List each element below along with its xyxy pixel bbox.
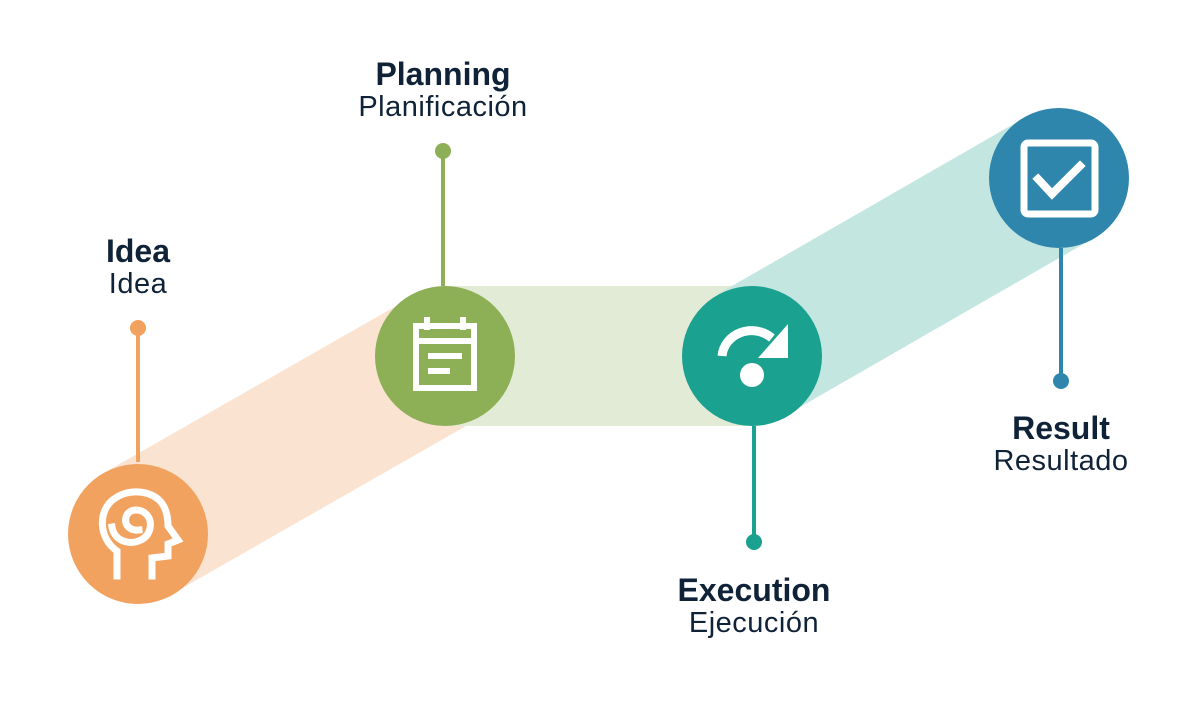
node-planning xyxy=(375,286,515,426)
leader-execution xyxy=(746,426,762,550)
leader-idea xyxy=(130,320,146,462)
node-idea xyxy=(68,464,208,604)
node-execution xyxy=(682,286,822,426)
redo-arrow-icon xyxy=(717,324,788,387)
band-planning-to-execution xyxy=(445,286,752,426)
leader-result xyxy=(1053,248,1069,389)
step-subtitle: Idea xyxy=(108,268,168,300)
step-subtitle: Planificación xyxy=(358,91,528,123)
label-result: Result Resultado xyxy=(993,411,1128,477)
step-subtitle: Resultado xyxy=(993,445,1129,477)
head-spiral-icon xyxy=(98,488,184,580)
leader-planning xyxy=(435,143,451,286)
step-title: Planning xyxy=(375,56,511,92)
step-title: Result xyxy=(1012,410,1110,446)
label-execution: Execution Ejecución xyxy=(678,573,831,639)
step-title: Idea xyxy=(105,233,171,269)
node-result xyxy=(989,108,1129,248)
label-planning: Planning Planificación xyxy=(358,57,527,123)
checkbox-icon xyxy=(1020,139,1099,218)
step-subtitle: Ejecución xyxy=(688,607,820,639)
label-idea: Idea Idea xyxy=(106,234,170,300)
calendar-icon xyxy=(413,317,477,391)
step-title: Execution xyxy=(677,572,831,608)
